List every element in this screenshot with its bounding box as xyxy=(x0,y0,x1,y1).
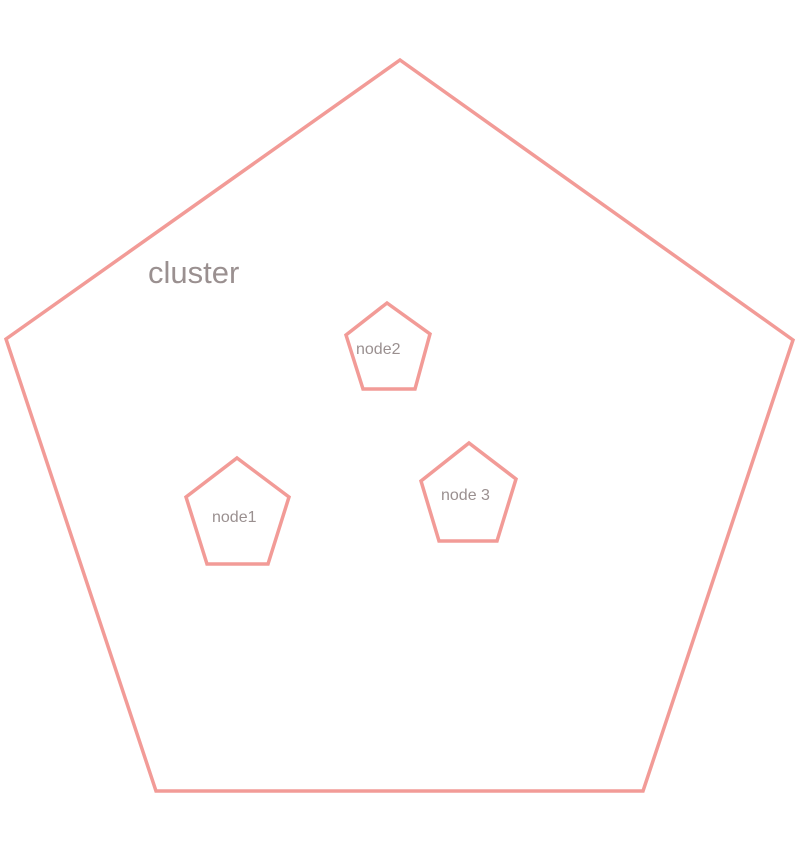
node-1-shape xyxy=(183,455,292,566)
node-1: node1 xyxy=(183,455,292,566)
node-3-shape xyxy=(418,440,519,543)
node-2: node2 xyxy=(343,300,433,391)
node-2-shape xyxy=(343,300,433,391)
cluster-label: cluster xyxy=(148,255,239,290)
cluster-group: cluster xyxy=(3,57,796,793)
node-1-label: node1 xyxy=(212,509,257,526)
node-3-label: node 3 xyxy=(441,487,490,504)
node-2-label: node2 xyxy=(356,341,401,358)
cluster-shape xyxy=(3,57,796,793)
node-3: node 3 xyxy=(418,440,519,543)
